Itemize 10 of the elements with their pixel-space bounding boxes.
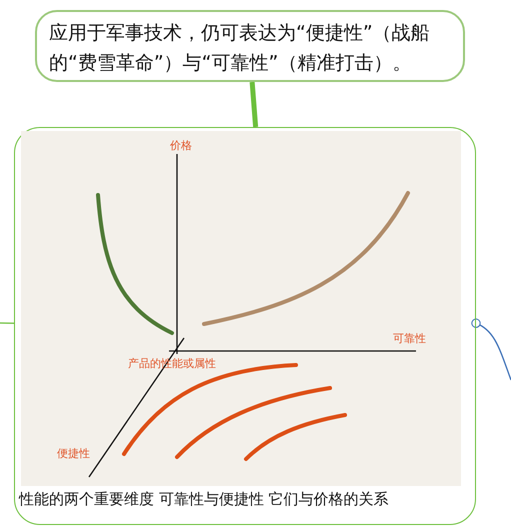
node-text: 性能的两个重要维度 可靠性与便捷性 它们与价格的关系 <box>19 490 389 509</box>
axis-label: 可靠性 <box>393 331 426 346</box>
axis-label: 便捷性 <box>57 446 90 461</box>
axis-label: 价格 <box>170 138 192 153</box>
connector-line <box>471 318 511 380</box>
connector-line <box>0 322 14 324</box>
connector-line <box>250 82 258 128</box>
image-card <box>14 127 476 525</box>
speech-bubble <box>35 10 465 82</box>
bubble-text: 应用于军事技术，仍可表达为“便捷性”（战船的“费雪革命”）与“可靠性”（精准打击）。 <box>49 21 431 76</box>
